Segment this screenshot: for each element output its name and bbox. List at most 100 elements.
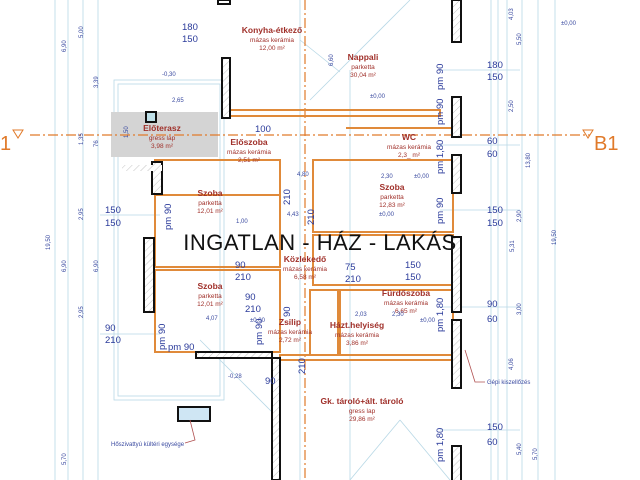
dimension-label: pm 90 bbox=[254, 319, 265, 345]
dimension-label: pm 90 bbox=[163, 204, 174, 230]
dimension-label: 150 bbox=[405, 272, 421, 283]
dimension-label: 210 bbox=[282, 189, 293, 205]
room-area: 12,83 m² bbox=[379, 202, 405, 209]
dimension-label-small: 2,03 bbox=[355, 312, 367, 318]
dimension-label: pm 90 bbox=[435, 198, 446, 224]
room-area: 2,72 m² bbox=[279, 337, 302, 344]
dimension-label-small: 4,80 bbox=[297, 172, 309, 178]
room-area: 6,58 m² bbox=[294, 274, 317, 281]
dimension-label-small: 6,90 bbox=[94, 260, 100, 272]
dimension-label-small: 4,03 bbox=[509, 8, 515, 20]
annotation-label: Hőszivattyú kültéri egysége bbox=[111, 442, 185, 448]
dimension-label-small: ±0,00 bbox=[420, 318, 436, 324]
dimension-label-small: ±0,00 bbox=[561, 21, 577, 27]
room-name: Nappali bbox=[348, 52, 379, 62]
dimension-label: 210 bbox=[235, 272, 251, 283]
room-area: 3,86 m² bbox=[346, 340, 369, 347]
room-area: 3,98 m² bbox=[151, 143, 174, 150]
section-markers bbox=[12, 129, 594, 139]
dimension-label-small: 1,35 bbox=[79, 133, 85, 145]
dimension-label-small: 2,30 bbox=[392, 312, 404, 318]
dimension-label: 180 bbox=[487, 60, 503, 71]
dimension-label-small: 2,95 bbox=[79, 208, 85, 220]
grid-lines bbox=[54, 0, 556, 480]
dimension-label-small: 2,95 bbox=[79, 306, 85, 318]
dimension-label: 60 bbox=[487, 314, 498, 325]
dimension-label-small: 1,00 bbox=[236, 219, 248, 225]
dimension-label: 60 bbox=[487, 136, 498, 147]
dimension-label: 150 bbox=[487, 218, 503, 229]
dimension-label: 150 bbox=[405, 260, 421, 271]
dimension-label-small: 76 bbox=[94, 140, 100, 147]
dimension-label-small: 5,50 bbox=[517, 33, 523, 45]
section-marker-left: 1 bbox=[0, 133, 11, 155]
dimension-label: 210 bbox=[245, 304, 261, 315]
dimension-label: 90 bbox=[487, 299, 498, 310]
dimension-label-small: 2,65 bbox=[172, 98, 184, 104]
dimension-label: 60 bbox=[487, 437, 498, 448]
room-floor: parketta bbox=[351, 64, 375, 71]
dimension-label: 180 bbox=[182, 22, 198, 33]
dimension-label: pm 90 bbox=[435, 99, 446, 125]
room-area: 12,00 m² bbox=[259, 45, 285, 52]
dimension-label: 210 bbox=[345, 274, 361, 285]
dimension-label-small: ±0,00 bbox=[414, 174, 430, 180]
room-name: Szoba bbox=[197, 281, 222, 291]
room-area: 30,04 m² bbox=[350, 72, 376, 79]
dimension-label: 90 bbox=[235, 260, 246, 271]
dimension-label-small: 2,30 bbox=[381, 174, 393, 180]
room-name: Zsilip bbox=[279, 317, 301, 327]
room-floor: mázas kerámia bbox=[387, 144, 431, 151]
dimension-label-small: 3,00 bbox=[517, 303, 523, 315]
room-name: Fürdőszoba bbox=[382, 288, 430, 298]
dimension-label: 150 bbox=[182, 34, 198, 45]
room-area: 12,01 m² bbox=[197, 208, 223, 215]
dimension-label: 210 bbox=[297, 358, 308, 374]
dimension-label-small: 2,90 bbox=[517, 210, 523, 222]
dimension-label: 150 bbox=[487, 422, 503, 433]
room-name: WC bbox=[402, 132, 416, 142]
room-name: Szoba bbox=[197, 188, 222, 198]
dimension-label-small: 5,31 bbox=[510, 240, 516, 252]
dimension-label-small: 6,90 bbox=[62, 260, 68, 272]
room-floor: parketta bbox=[380, 194, 404, 201]
annotation-label: Gépi kiszellőzés bbox=[487, 380, 530, 386]
dimension-label: 90 bbox=[265, 376, 276, 387]
dimension-label: pm 1,80 bbox=[435, 140, 446, 174]
room-name: Házt.helyiség bbox=[330, 320, 384, 330]
dimension-label-small: 5,40 bbox=[517, 443, 523, 455]
dimension-label: 150 bbox=[105, 205, 121, 216]
dimension-label: 210 bbox=[105, 335, 121, 346]
dimension-label: pm 90 bbox=[435, 64, 446, 90]
room-area: 12,01 m² bbox=[197, 301, 223, 308]
room-floor: gress lap bbox=[349, 408, 376, 415]
dimension-label: pm 1,80 bbox=[435, 298, 446, 332]
dimension-label-small: 4,07 bbox=[206, 316, 218, 322]
dimension-label-small: 6,90 bbox=[62, 40, 68, 52]
annotation-arrows bbox=[184, 349, 485, 444]
section-marker-right: B1 bbox=[594, 133, 618, 155]
room-name: Előszoba bbox=[230, 137, 268, 147]
room-floor: gress lap bbox=[149, 135, 176, 142]
dimension-label: 100 bbox=[255, 124, 271, 135]
dimension-label-small: 2,50 bbox=[509, 100, 515, 112]
dimension-label-small: 6,60 bbox=[329, 54, 335, 66]
dimension-label-small: 19,50 bbox=[552, 229, 558, 245]
dimension-label-small: -0,28 bbox=[228, 374, 242, 380]
room-name: Konyha-étkező bbox=[242, 25, 302, 35]
room-name: Előterasz bbox=[143, 123, 181, 133]
room-floor: mázas kerámia bbox=[227, 149, 271, 156]
dimension-label: 150 bbox=[487, 205, 503, 216]
room-floor: mázas kerámia bbox=[384, 300, 428, 307]
dimension-label: 90 bbox=[282, 306, 293, 317]
dimension-label: pm 1,80 bbox=[435, 428, 446, 462]
room-name: Gk. tároló+ált. tároló bbox=[321, 396, 404, 406]
dimension-label: 75 bbox=[345, 262, 356, 273]
dimension-label: 60 bbox=[487, 149, 498, 160]
room-floor: mázas kerámia bbox=[250, 37, 294, 44]
dimension-label: pm 90 bbox=[157, 324, 168, 350]
room-floor: parketta bbox=[198, 293, 222, 300]
room-area: 29,86 m² bbox=[349, 416, 375, 423]
dimension-label-small: ±0,00 bbox=[250, 318, 266, 324]
